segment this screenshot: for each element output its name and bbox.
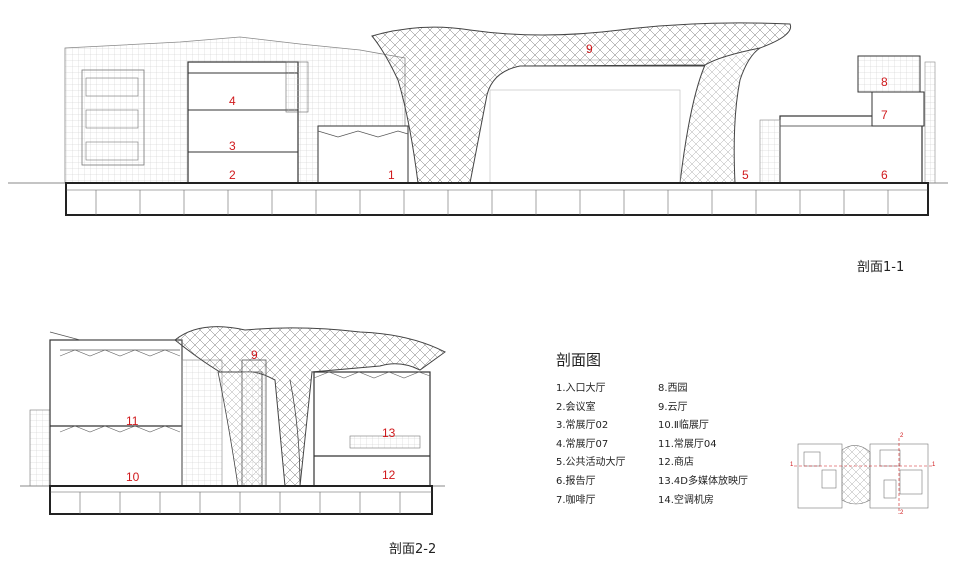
section-1-caption: 剖面1-1 <box>857 260 905 275</box>
legend-item: 6.报告厅 <box>556 475 596 487</box>
legend-item: 4.常展厅07 <box>556 438 609 450</box>
legend-item: 8.西园 <box>658 383 688 394</box>
legend-item: 9.云厅 <box>658 401 688 413</box>
room-label: 9 <box>251 348 258 362</box>
room-label: 2 <box>229 168 236 182</box>
legend-item: 1.入口大厅 <box>556 383 606 394</box>
room-label: 11 <box>126 414 139 428</box>
room-label: 4 <box>229 94 236 108</box>
legend-item: 10.Ⅱ临展厅 <box>658 420 709 432</box>
legend-item: 14.空调机房 <box>658 494 714 506</box>
keymap-mark-1-left: 1 <box>790 462 794 468</box>
keymap-mark-1-right: 1 <box>932 462 936 468</box>
room-label: 5 <box>742 168 749 182</box>
room-label: 1 <box>388 168 395 182</box>
room-label: 8 <box>881 75 888 89</box>
section-2-caption: 剖面2-2 <box>389 542 437 557</box>
legend-item: 12.商店 <box>658 457 694 469</box>
legend-item: 2.会议室 <box>556 401 596 413</box>
room-label: 3 <box>229 139 236 153</box>
legend-item: 7.咖啡厅 <box>556 494 596 506</box>
legend-item: 5.公共活动大厅 <box>556 457 626 469</box>
legend-item: 11.常展厅04 <box>658 438 717 450</box>
room-label: 13 <box>382 426 396 440</box>
room-label: 9 <box>586 42 593 56</box>
legend-title: 剖面图 <box>556 351 602 369</box>
room-label: 10 <box>126 470 140 484</box>
room-label: 7 <box>881 108 888 122</box>
legend-item: 3.常展厅02 <box>556 420 609 432</box>
room-label: 12 <box>382 468 396 482</box>
legend-column-2: 8.西园 9.云厅 10.Ⅱ临展厅 11.常展厅04 12.商店 13.4D多媒… <box>658 380 748 510</box>
keymap-mark-2-top: 2 <box>900 433 904 439</box>
legend-column-1: 1.入口大厅 2.会议室 3.常展厅02 4.常展厅07 5.公共活动大厅 6.… <box>556 380 626 510</box>
room-label: 6 <box>881 168 888 182</box>
legend-item: 13.4D多媒体放映厅 <box>658 475 748 487</box>
keymap-mark-2-bottom: 2 <box>900 510 904 516</box>
